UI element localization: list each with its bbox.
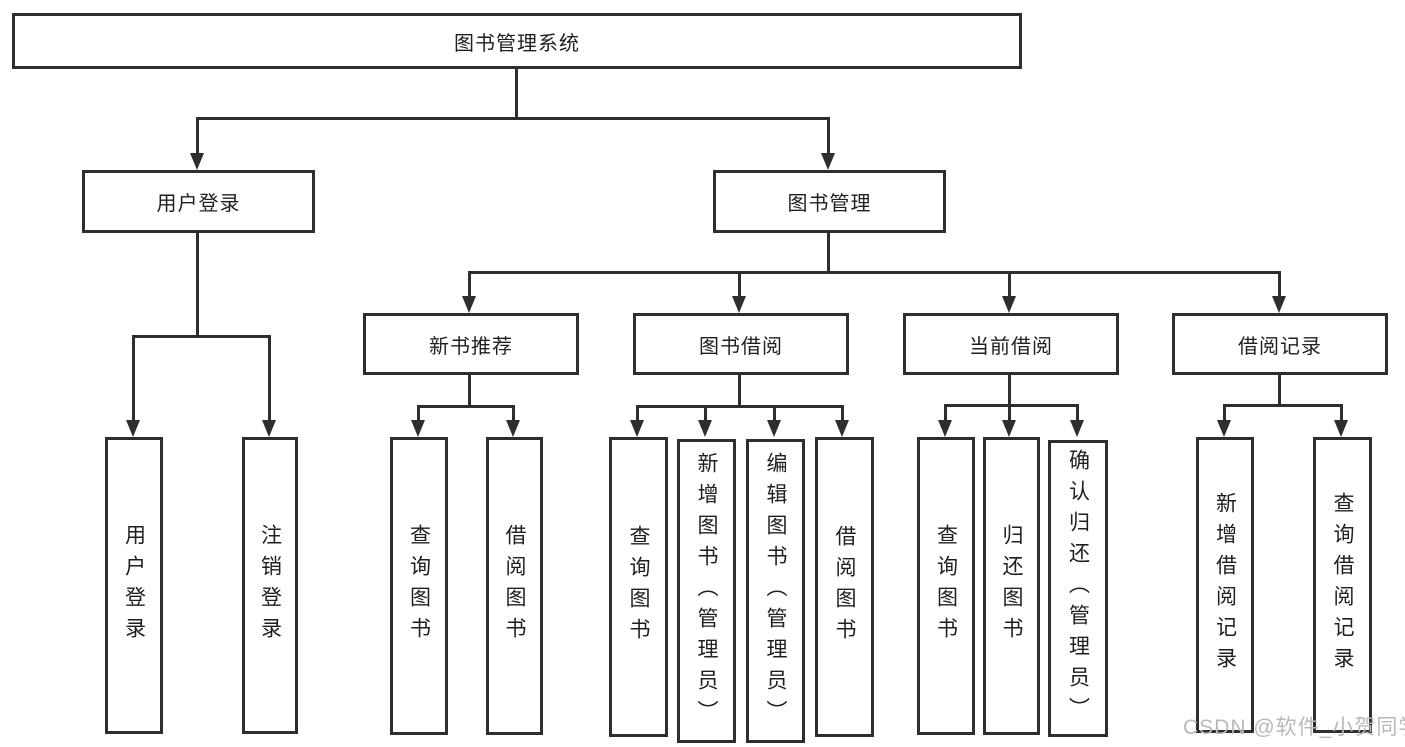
node-leaf-cb-return-book-label: 归还图书 — [1000, 524, 1023, 648]
connector-line — [417, 405, 515, 408]
arrowhead-down-icon — [732, 296, 746, 313]
arrowhead-down-icon — [411, 420, 425, 437]
connector-line — [196, 233, 199, 338]
arrowhead-down-icon — [126, 420, 140, 437]
arrowhead-down-icon — [1217, 420, 1231, 437]
connector-line — [515, 69, 518, 120]
node-current-borrow: 当前借阅 — [903, 313, 1119, 375]
node-leaf-logout-label: 注销登录 — [258, 523, 282, 648]
node-leaf-rec-borrow-book: 借阅图书 — [486, 437, 543, 735]
node-user-login: 用户登录 — [82, 170, 315, 233]
connector-line — [1278, 375, 1281, 407]
connector-line — [1223, 404, 1226, 421]
connector-line — [468, 271, 1281, 274]
node-book-mgmt: 图书管理 — [713, 170, 946, 233]
connector-line — [738, 271, 741, 298]
connector-line — [636, 405, 639, 421]
arrowhead-down-icon — [835, 420, 849, 437]
node-new-book-rec-label: 新书推荐 — [429, 335, 513, 358]
node-leaf-bb-add-book-label: 新增图书（管理员） — [695, 451, 718, 731]
connector-line — [468, 271, 471, 298]
connector-line — [1076, 404, 1079, 421]
arrowhead-down-icon — [630, 420, 644, 437]
node-leaf-br-query-record-label: 查询借阅记录 — [1331, 492, 1354, 678]
connector-line — [196, 117, 830, 120]
node-leaf-bb-borrow-book-label: 借阅图书 — [833, 525, 856, 649]
connector-line — [268, 335, 271, 421]
node-leaf-cb-query-book: 查询图书 — [917, 437, 975, 735]
node-borrow-record: 借阅记录 — [1172, 313, 1388, 375]
node-leaf-bb-edit-book: 编辑图书（管理员） — [746, 439, 805, 743]
connector-line — [827, 117, 830, 155]
node-leaf-rec-query-book: 查询图书 — [390, 437, 448, 735]
connector-line — [636, 405, 844, 408]
watermark: CSDN @软件_小贺同学 — [1183, 716, 1405, 739]
node-leaf-cb-confirm-return: 确认归还（管理员） — [1048, 440, 1108, 737]
connector-line — [132, 335, 271, 338]
arrowhead-down-icon — [821, 153, 835, 170]
connector-line — [1008, 404, 1011, 421]
arrowhead-down-icon — [938, 420, 952, 437]
arrowhead-down-icon — [1002, 296, 1016, 313]
connector-line — [944, 404, 1079, 407]
node-leaf-bb-borrow-book: 借阅图书 — [815, 437, 874, 737]
arrowhead-down-icon — [1272, 296, 1286, 313]
connector-line — [841, 405, 844, 421]
connector-line — [1278, 271, 1281, 298]
node-leaf-br-add-record-label: 新增借阅记录 — [1213, 492, 1237, 678]
connector-line — [468, 375, 471, 408]
node-leaf-login: 用户登录 — [105, 437, 163, 734]
connector-line — [827, 233, 830, 274]
connector-line — [944, 404, 947, 421]
node-leaf-bb-edit-book-label: 编辑图书（管理员） — [764, 451, 787, 731]
node-leaf-rec-query-book-label: 查询图书 — [407, 524, 431, 648]
node-leaf-bb-query-book-label: 查询图书 — [627, 525, 650, 649]
connector-line — [1008, 375, 1011, 407]
arrowhead-down-icon — [262, 420, 276, 437]
arrowhead-down-icon — [1002, 420, 1016, 437]
node-leaf-bb-query-book: 查询图书 — [609, 437, 668, 737]
node-new-book-rec: 新书推荐 — [363, 313, 579, 375]
node-root: 图书管理系统 — [12, 13, 1022, 69]
node-root-label: 图书管理系统 — [454, 32, 580, 55]
node-leaf-bb-add-book: 新增图书（管理员） — [677, 439, 736, 743]
node-user-login-label: 用户登录 — [156, 193, 241, 215]
node-leaf-login-label: 用户登录 — [122, 523, 146, 648]
connector-line — [512, 405, 515, 421]
arrowhead-down-icon — [190, 153, 204, 170]
node-leaf-rec-borrow-book-label: 借阅图书 — [503, 524, 526, 648]
node-leaf-br-query-record: 查询借阅记录 — [1313, 437, 1372, 733]
arrowhead-down-icon — [1070, 420, 1084, 437]
node-leaf-logout: 注销登录 — [242, 437, 298, 734]
connector-line — [132, 335, 135, 421]
connector-line — [1008, 271, 1011, 298]
arrowhead-down-icon — [698, 420, 712, 437]
node-book-mgmt-label: 图书管理 — [787, 193, 872, 215]
arrowhead-down-icon — [1334, 420, 1348, 437]
node-leaf-cb-query-book-label: 查询图书 — [934, 524, 958, 648]
connector-line — [196, 117, 199, 155]
connector-line — [773, 405, 776, 421]
node-leaf-cb-confirm-return-label: 确认归还（管理员） — [1066, 449, 1090, 728]
node-leaf-cb-return-book: 归还图书 — [983, 437, 1040, 735]
node-current-borrow-label: 当前借阅 — [969, 335, 1053, 358]
node-book-borrow-label: 图书借阅 — [699, 335, 783, 358]
node-borrow-record-label: 借阅记录 — [1238, 335, 1322, 358]
node-book-borrow: 图书借阅 — [633, 313, 849, 375]
connector-line — [1223, 404, 1343, 407]
connector-line — [704, 405, 707, 421]
arrowhead-down-icon — [767, 420, 781, 437]
arrowhead-down-icon — [506, 420, 520, 437]
arrowhead-down-icon — [462, 296, 476, 313]
connector-line — [1340, 404, 1343, 421]
connector-line — [738, 375, 741, 408]
connector-line — [417, 405, 420, 421]
node-leaf-br-add-record: 新增借阅记录 — [1196, 437, 1254, 733]
